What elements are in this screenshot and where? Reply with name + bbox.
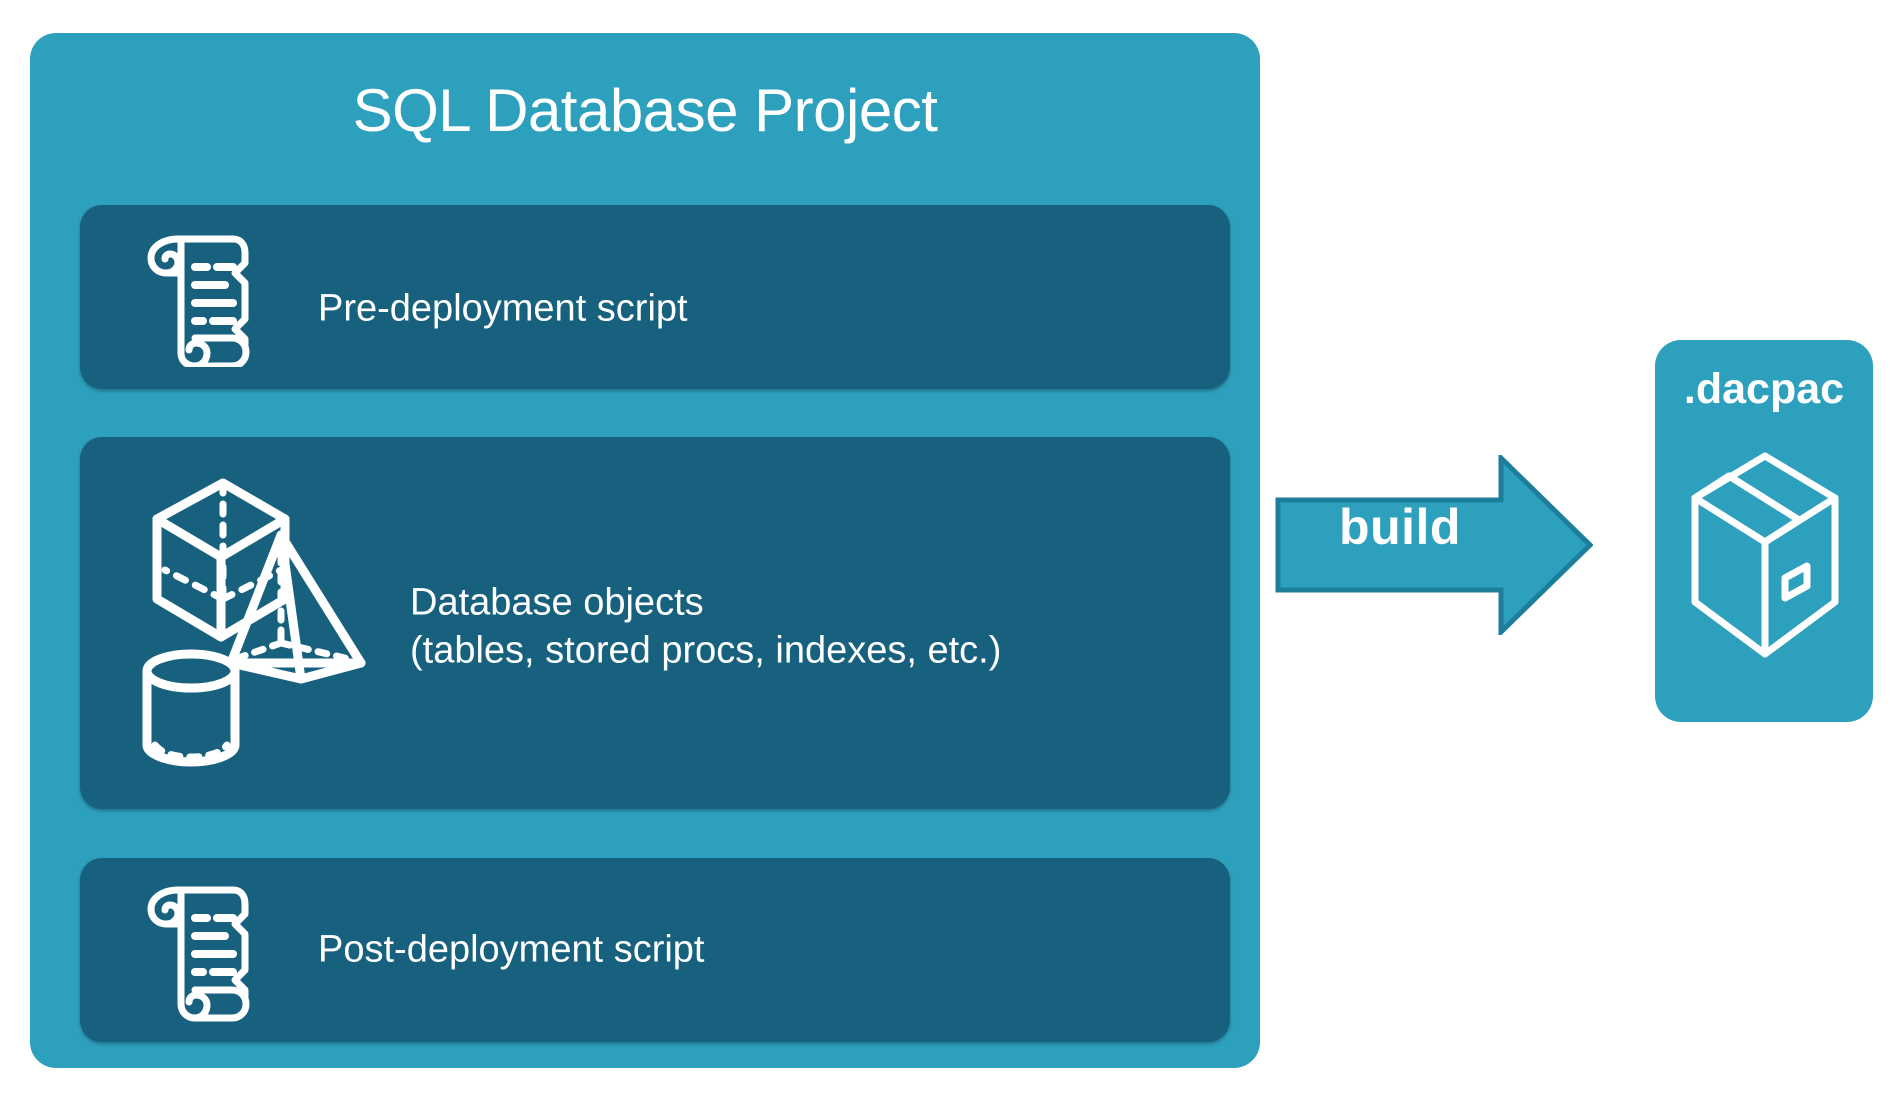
scroll-icon: [137, 227, 261, 372]
section-database-objects[interactable]: Database objects (tables, stored procs, …: [80, 437, 1230, 809]
section-pre-deployment[interactable]: Pre-deployment script: [80, 205, 1230, 389]
scroll-icon: [137, 878, 261, 1031]
project-title: SQL Database Project: [352, 77, 938, 144]
post-deployment-label: Post-deployment script: [318, 928, 705, 971]
cylinder-icon: [142, 649, 240, 767]
package-box-icon: [1689, 450, 1841, 665]
dacpac-output-card[interactable]: .dacpac: [1655, 340, 1873, 722]
build-arrow-label: build: [1339, 499, 1461, 555]
section-post-deployment[interactable]: Post-deployment script: [80, 858, 1230, 1042]
database-shapes-icon-group: [135, 457, 385, 792]
dacpac-title: .dacpac: [1683, 365, 1845, 413]
build-arrow-icon: [1275, 452, 1594, 638]
sql-database-project-card: SQL Database Project: [30, 33, 1260, 1068]
pyramid-icon: [226, 530, 366, 684]
cube-icon: [152, 478, 290, 642]
pre-deployment-label: Pre-deployment script: [318, 287, 688, 330]
database-objects-label: Database objects (tables, stored procs, …: [410, 581, 1002, 672]
